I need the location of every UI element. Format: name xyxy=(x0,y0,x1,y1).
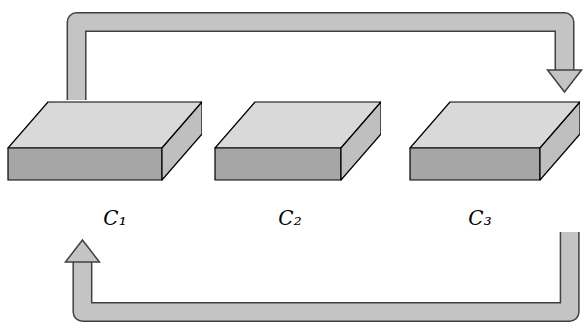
slab-front-face xyxy=(410,148,540,180)
slab-shape xyxy=(408,100,580,184)
slab-side-face xyxy=(162,102,202,180)
arrow-head xyxy=(548,70,582,92)
slab-block: C₁ xyxy=(6,100,202,232)
arrow-band xyxy=(77,22,565,100)
arrow-head xyxy=(65,240,99,262)
arrow-band xyxy=(82,232,569,312)
arrow-outline xyxy=(82,232,569,312)
arrow-outline xyxy=(77,22,565,100)
flow-arrow xyxy=(65,232,569,312)
flow-arrow xyxy=(77,22,582,100)
slab-side-face xyxy=(540,102,580,180)
slab-front-face xyxy=(8,148,162,180)
block-label: C₃ xyxy=(468,206,491,230)
slab-side-face xyxy=(341,102,381,180)
slab-shape xyxy=(213,100,381,184)
slab-front-face xyxy=(215,148,341,180)
slab-block: C₃ xyxy=(408,100,580,232)
slab-block: C₂ xyxy=(213,100,381,232)
block-label: C₂ xyxy=(278,206,301,230)
slab-shape xyxy=(6,100,202,184)
block-label: C₁ xyxy=(103,206,126,230)
